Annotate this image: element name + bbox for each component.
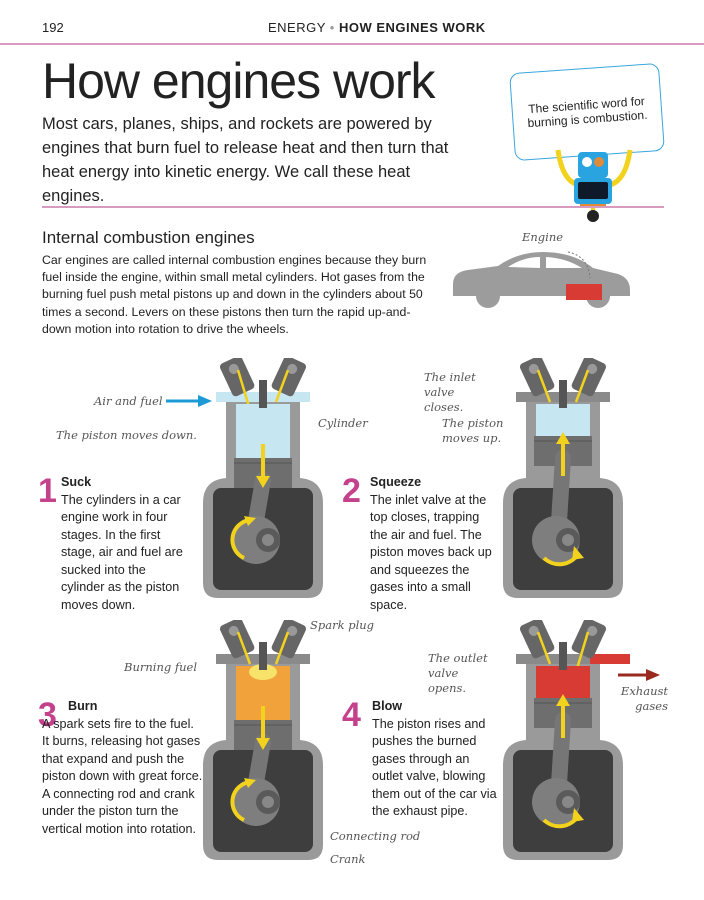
- step-title: Blow: [372, 699, 403, 713]
- running-header: ENERGY • HOW ENGINES WORK: [268, 20, 486, 35]
- section-name: ENERGY: [268, 20, 326, 35]
- step-title: Suck: [61, 475, 92, 489]
- engine-stage-3: [203, 620, 323, 860]
- section-heading: Internal combustion engines: [42, 228, 255, 247]
- intro-text: Most cars, planes, ships, and rockets ar…: [42, 115, 449, 205]
- label-spark-plug: Spark plug: [310, 618, 375, 632]
- step-title: Burn: [68, 699, 98, 713]
- step-2-number: 2: [342, 472, 361, 510]
- step-3: Burn A spark sets fire to the fuel. It bu…: [42, 698, 204, 838]
- engine-stage-4: [503, 620, 630, 860]
- exhaust-arrow: [618, 669, 660, 681]
- step-1-number: 1: [38, 472, 57, 510]
- engine-stage-1: [203, 358, 323, 598]
- label-piston-up: The piston moves up.: [442, 416, 504, 445]
- engine-stage-2: [503, 358, 623, 598]
- step-text: The piston rises and pushes the burned g…: [372, 716, 497, 819]
- label-piston-down: The piston moves down.: [56, 428, 197, 442]
- step-text: A spark sets fire to the fuel. It burns,…: [42, 716, 203, 836]
- step-text: The cylinders in a car engine work in fo…: [61, 492, 183, 612]
- section-body: Car engines are called internal combusti…: [42, 253, 427, 336]
- label-connecting-rod: Connecting rod: [330, 829, 421, 843]
- step-text: The inlet valve at the top closes, trapp…: [370, 492, 492, 612]
- step-3-number: 3: [38, 696, 57, 734]
- label-burning-fuel: Burning fuel: [124, 660, 198, 674]
- car-illustration: [453, 251, 630, 308]
- page-number: 192: [42, 20, 64, 35]
- section-rule: [42, 206, 664, 208]
- robot-illustration: [555, 149, 633, 222]
- air-inlet-arrow: [166, 395, 212, 407]
- engine-label: Engine: [522, 230, 564, 244]
- header-rule: [0, 43, 704, 45]
- label-inlet-closes: The inlet valve closes.: [424, 370, 476, 414]
- label-outlet-opens: The outlet valve opens.: [428, 651, 488, 695]
- step-title: Squeeze: [370, 475, 422, 489]
- label-crank: Crank: [330, 852, 366, 866]
- label-air-fuel: Air and fuel: [94, 394, 163, 408]
- label-cylinder: Cylinder: [318, 416, 368, 430]
- separator: •: [329, 20, 335, 35]
- page-title: How engines work: [42, 53, 436, 109]
- step-4-number: 4: [342, 696, 361, 734]
- label-exhaust: Exhaust gases: [620, 684, 668, 713]
- chapter-name: HOW ENGINES WORK: [338, 20, 486, 35]
